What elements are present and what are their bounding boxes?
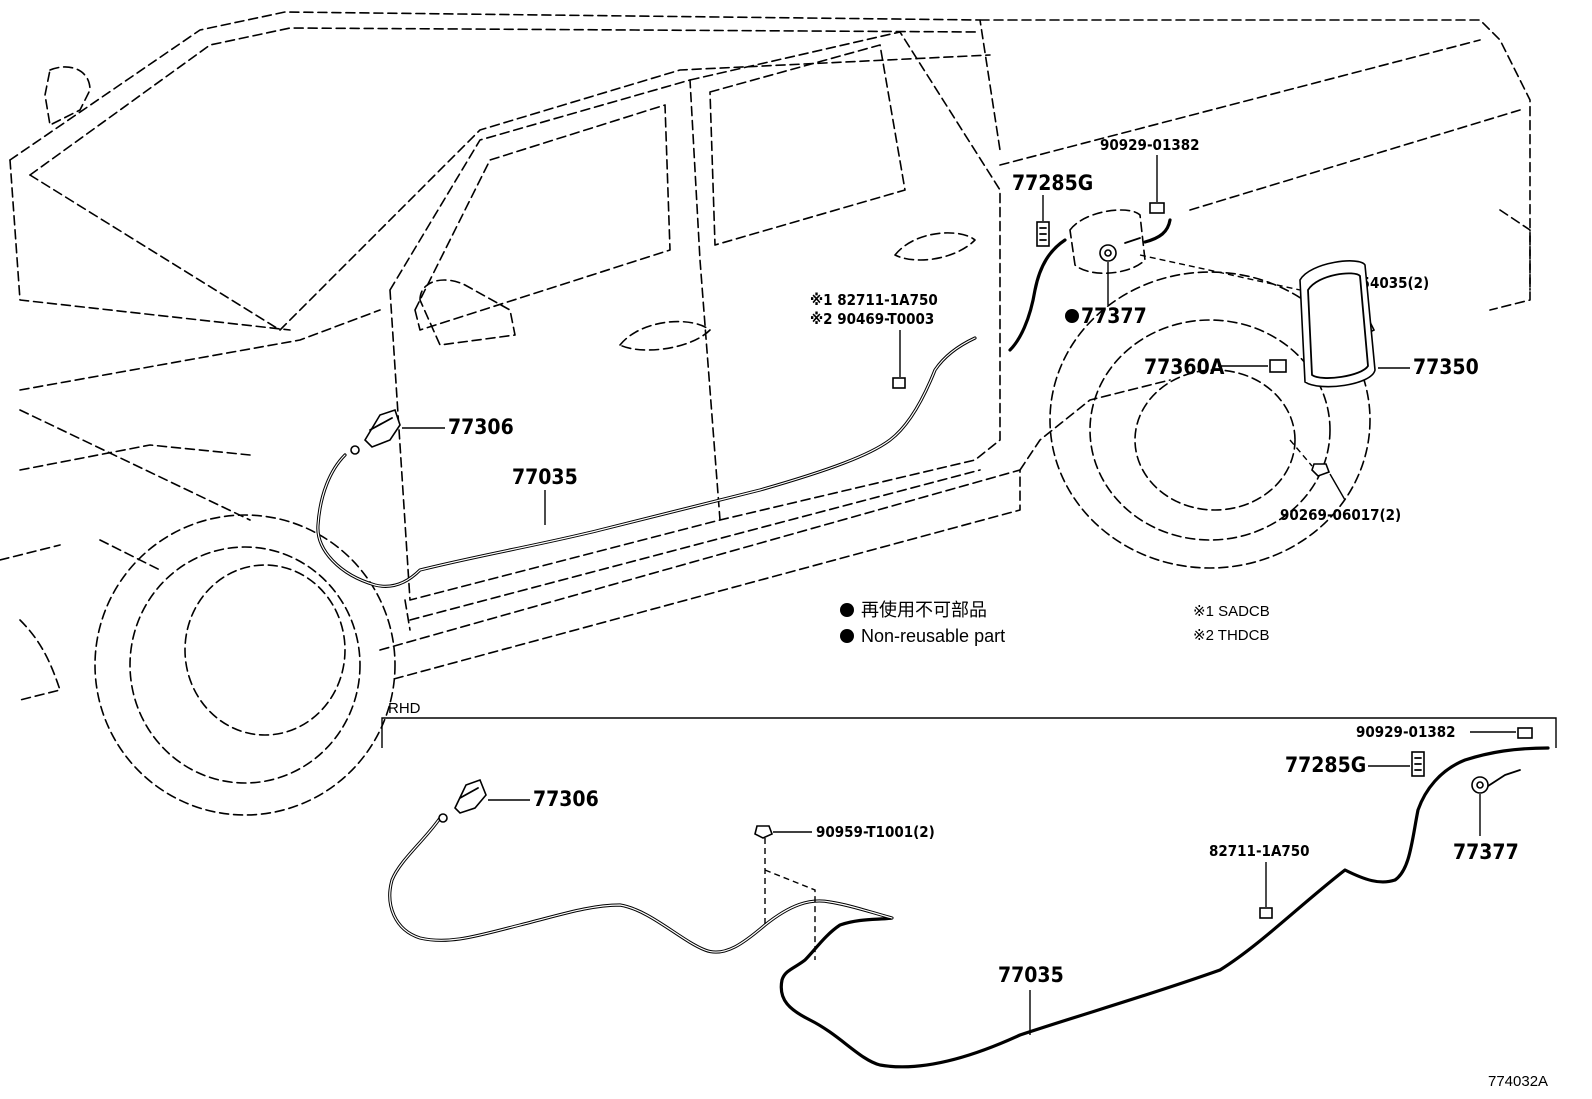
label-77285g-upper: 77285G [1012,171,1093,195]
lid-alignment-line [1139,254,1301,291]
screw-90269-icon [1289,439,1331,477]
label-77306-lower: 77306 [533,787,599,811]
lower-cable-assembly [388,746,1550,1069]
grommet-77377-upper-icon [1099,237,1141,262]
label-77350: 77350 [1413,355,1479,379]
label-note2-part: ※2 90469-T0003 [810,310,934,328]
non-reusable-dot-77377 [1065,309,1079,323]
fuel-lid-77350-icon [1299,260,1376,388]
holder-77285g-lower-icon [1411,751,1425,777]
legend-note2: ※2 THDCB [1193,627,1269,644]
label-77306-upper: 77306 [448,415,514,439]
label-82711-lower: 82711-1A750 [1209,842,1310,860]
label-90929-upper: 90929-01382 [1100,136,1200,154]
leader-90269 [1329,473,1346,501]
clip-90929-upper-icon [1149,202,1165,214]
label-77035-upper: 77035 [512,465,578,489]
figure-id: 774032A [1488,1073,1548,1090]
legend-japanese: 再使用不可部品 [861,600,987,620]
clip-90959-icon [754,825,774,839]
rhd-section: RHD [381,700,1557,748]
legend-note1: ※1 SADCB [1193,603,1270,620]
label-90959: 90959-T1001(2) [816,823,935,841]
label-77285g-lower: 77285G [1285,753,1366,777]
clip-82711-lower-icon [1259,907,1273,919]
label-90269: 90269-06017(2) [1280,506,1401,524]
legend-english: Non-reusable part [861,626,1005,646]
label-90929-lower: 90929-01382 [1356,723,1456,741]
label-77360a: 77360A [1144,355,1225,379]
label-note1-part: ※1 82711-1A750 [810,291,938,309]
vehicle-outline [0,11,1531,816]
label-77035-lower: 77035 [998,963,1064,987]
rhd-label: RHD [388,700,421,717]
label-77377-lower: 77377 [1453,840,1519,864]
grommet-77377-lower-icon [1471,776,1489,794]
lever-77306-lower-icon [438,778,487,823]
rhd-bracket [381,717,1557,748]
clip-82711-upper-icon [892,377,906,389]
label-77377-upper: 77377 [1081,304,1147,328]
holder-77285g-upper-icon [1036,221,1050,247]
upper-cable-assembly [316,218,1172,588]
hinge-77360a-icon [1269,359,1287,373]
clip-90929-lower-icon [1517,727,1533,739]
legend: 再使用不可部品 Non-reusable part ※1 SADCB ※2 TH… [840,600,1270,646]
legend-dot-1 [840,603,854,617]
lever-77306-upper-icon [350,408,401,455]
legend-dot-2 [840,629,854,643]
